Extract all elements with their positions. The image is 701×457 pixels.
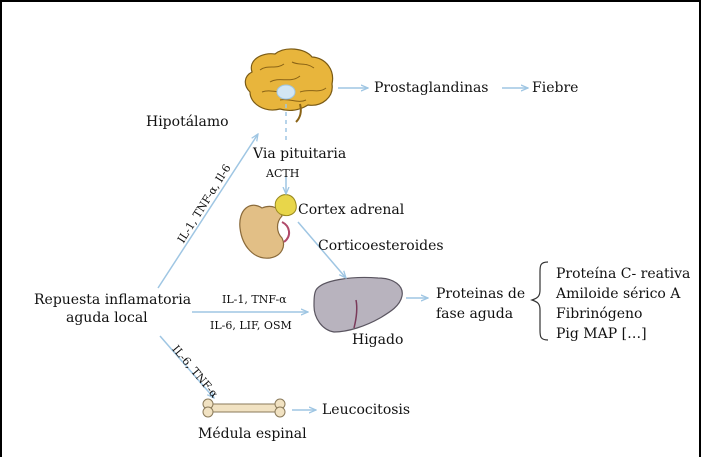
protein-list-brace [532, 262, 548, 340]
label-cortex-adrenal: Cortex adrenal [298, 202, 404, 218]
label-leucocitosis: Leucocitosis [322, 402, 410, 418]
label-corticoesteroides: Corticoesteroides [318, 238, 444, 254]
label-prostaglandinas: Prostaglandinas [374, 80, 489, 96]
adrenal-gland-icon [240, 195, 296, 259]
brain-icon [245, 49, 332, 122]
label-higado: Higado [352, 332, 403, 348]
bone-icon [203, 399, 285, 417]
label-hipotalamo: Hipotálamo [146, 114, 229, 130]
protein-list-item: Proteína C- reativa [556, 266, 690, 282]
label-respuesta-line2: aguda local [66, 310, 148, 326]
label-acth: ACTH [266, 166, 299, 182]
protein-list-item: Pig MAP […] [556, 326, 647, 342]
protein-list-item: Amiloide sérico A [556, 286, 680, 302]
label-medula-espinal: Médula espinal [198, 426, 307, 442]
label-via-pituitaria: Via pituitaria [253, 146, 346, 162]
label-il1-tnf-mid: IL-1, TNF-α [222, 292, 287, 308]
label-il6-lif-osm: IL-6, LIF, OSM [210, 318, 292, 334]
liver-icon [314, 278, 402, 333]
label-respuesta-line1: Repuesta inflamatoria [34, 292, 191, 308]
protein-list-item: Fibrinógeno [556, 306, 642, 322]
label-proteinas-line2: fase aguda [436, 306, 513, 322]
label-fiebre: Fiebre [532, 80, 578, 96]
label-proteinas-line1: Proteinas de [436, 286, 525, 302]
